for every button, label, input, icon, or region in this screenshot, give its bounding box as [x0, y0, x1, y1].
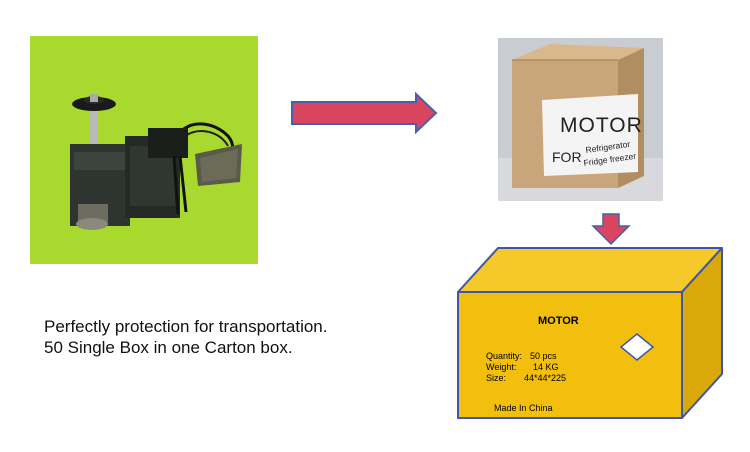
- carton-size-label: Size:: [486, 373, 506, 383]
- carton-size-value: 44*44*225: [524, 373, 566, 383]
- box-label-for: FOR: [552, 149, 582, 165]
- motor-product-photo: [30, 36, 258, 264]
- caption: Perfectly protection for transportation.…: [44, 316, 327, 358]
- box-label-title: MOTOR: [560, 114, 643, 137]
- packaged-box-photo: MOTOR FOR Refrigerator Fridge freezer: [498, 38, 663, 201]
- carton-box-illustration: MOTOR Quantity: 50 pcs Weight: 14 KG Siz…: [457, 247, 723, 419]
- carton-weight-label: Weight:: [486, 362, 516, 372]
- caption-line-1: Perfectly protection for transportation.: [44, 317, 328, 336]
- carton-quantity-value: 50 pcs: [530, 351, 557, 361]
- arrow-down-icon: [591, 213, 631, 246]
- carton-title: MOTOR: [538, 315, 579, 327]
- caption-line-2: 50 Single Box in one Carton box.: [44, 338, 293, 357]
- carton-weight-value: 14 KG: [533, 362, 559, 372]
- carton-origin: Made In China: [494, 403, 553, 413]
- arrow-right-icon: [291, 92, 438, 134]
- carton-quantity-label: Quantity:: [486, 351, 522, 361]
